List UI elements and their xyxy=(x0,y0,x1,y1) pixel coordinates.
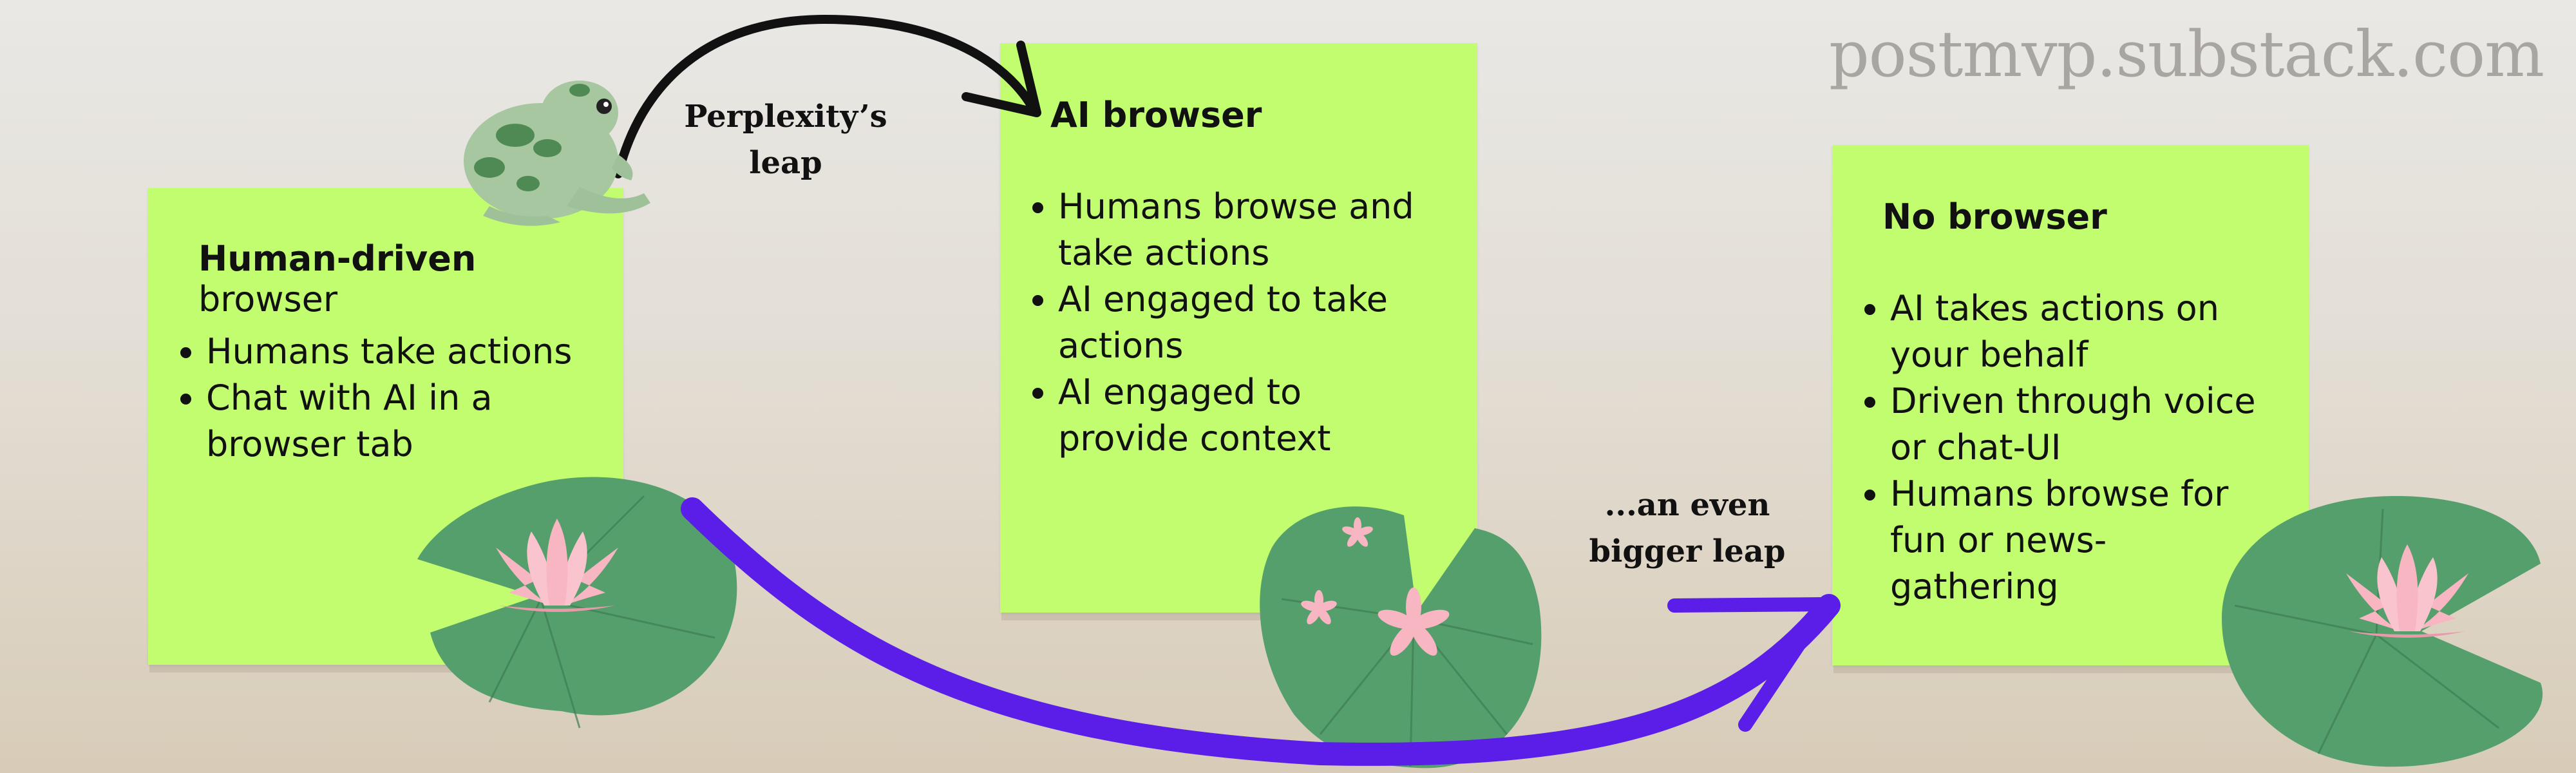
note-title: AI browser xyxy=(1050,95,1262,135)
list-item: Humans take actions xyxy=(206,329,592,375)
lotus-flower-icon xyxy=(496,519,618,612)
list-item: Driven through voice or chat-UI xyxy=(1890,378,2270,471)
list-item: Humans browse for fun or news-gathering xyxy=(1890,471,2270,610)
note-title-bold: No browser xyxy=(1882,196,2107,237)
curved-purple-arrow xyxy=(681,497,1841,766)
note-bullet-list: AI takes actions on your behalf Driven t… xyxy=(1832,285,2270,610)
frog-illustration xyxy=(464,81,650,226)
note-title-bold: AI browser xyxy=(1050,95,1262,135)
small-flower-icon xyxy=(1301,517,1450,656)
sticky-note-no-browser: No browser AI takes actions on your beha… xyxy=(1832,145,2309,665)
sticky-note-ai-browser: AI browser Humans browse and take action… xyxy=(1000,43,1477,613)
sticky-note-human-driven: Human-driven browser Humans take actions… xyxy=(148,188,623,665)
list-item: Humans browse and take actions xyxy=(1058,184,1438,276)
list-item: AI engaged to take actions xyxy=(1058,276,1438,369)
list-item: AI takes actions on your behalf xyxy=(1890,285,2270,378)
curved-black-arrow xyxy=(614,14,1041,178)
note-title: No browser xyxy=(1882,196,2107,237)
note-title-bold: Human-driven xyxy=(198,238,477,279)
watermark: postmvp.substack.com xyxy=(1828,18,2544,91)
lily-pad-illustration xyxy=(2222,496,2543,767)
list-item: Chat with AI in a browser tab xyxy=(206,375,592,468)
note-bullet-list: Humans browse and take actions AI engage… xyxy=(1000,184,1438,462)
caption-bigger-leap: ...an even bigger leap xyxy=(1589,487,1786,569)
list-item: AI engaged to provide context xyxy=(1058,369,1438,462)
caption-perplexity-leap: Perplexity’s leap xyxy=(684,99,887,181)
lotus-flower-icon xyxy=(2346,544,2468,638)
note-bullet-list: Humans take actions Chat with AI in a br… xyxy=(148,329,592,468)
note-title: Human-driven browser xyxy=(198,238,623,320)
note-title-rest: browser xyxy=(198,279,338,320)
